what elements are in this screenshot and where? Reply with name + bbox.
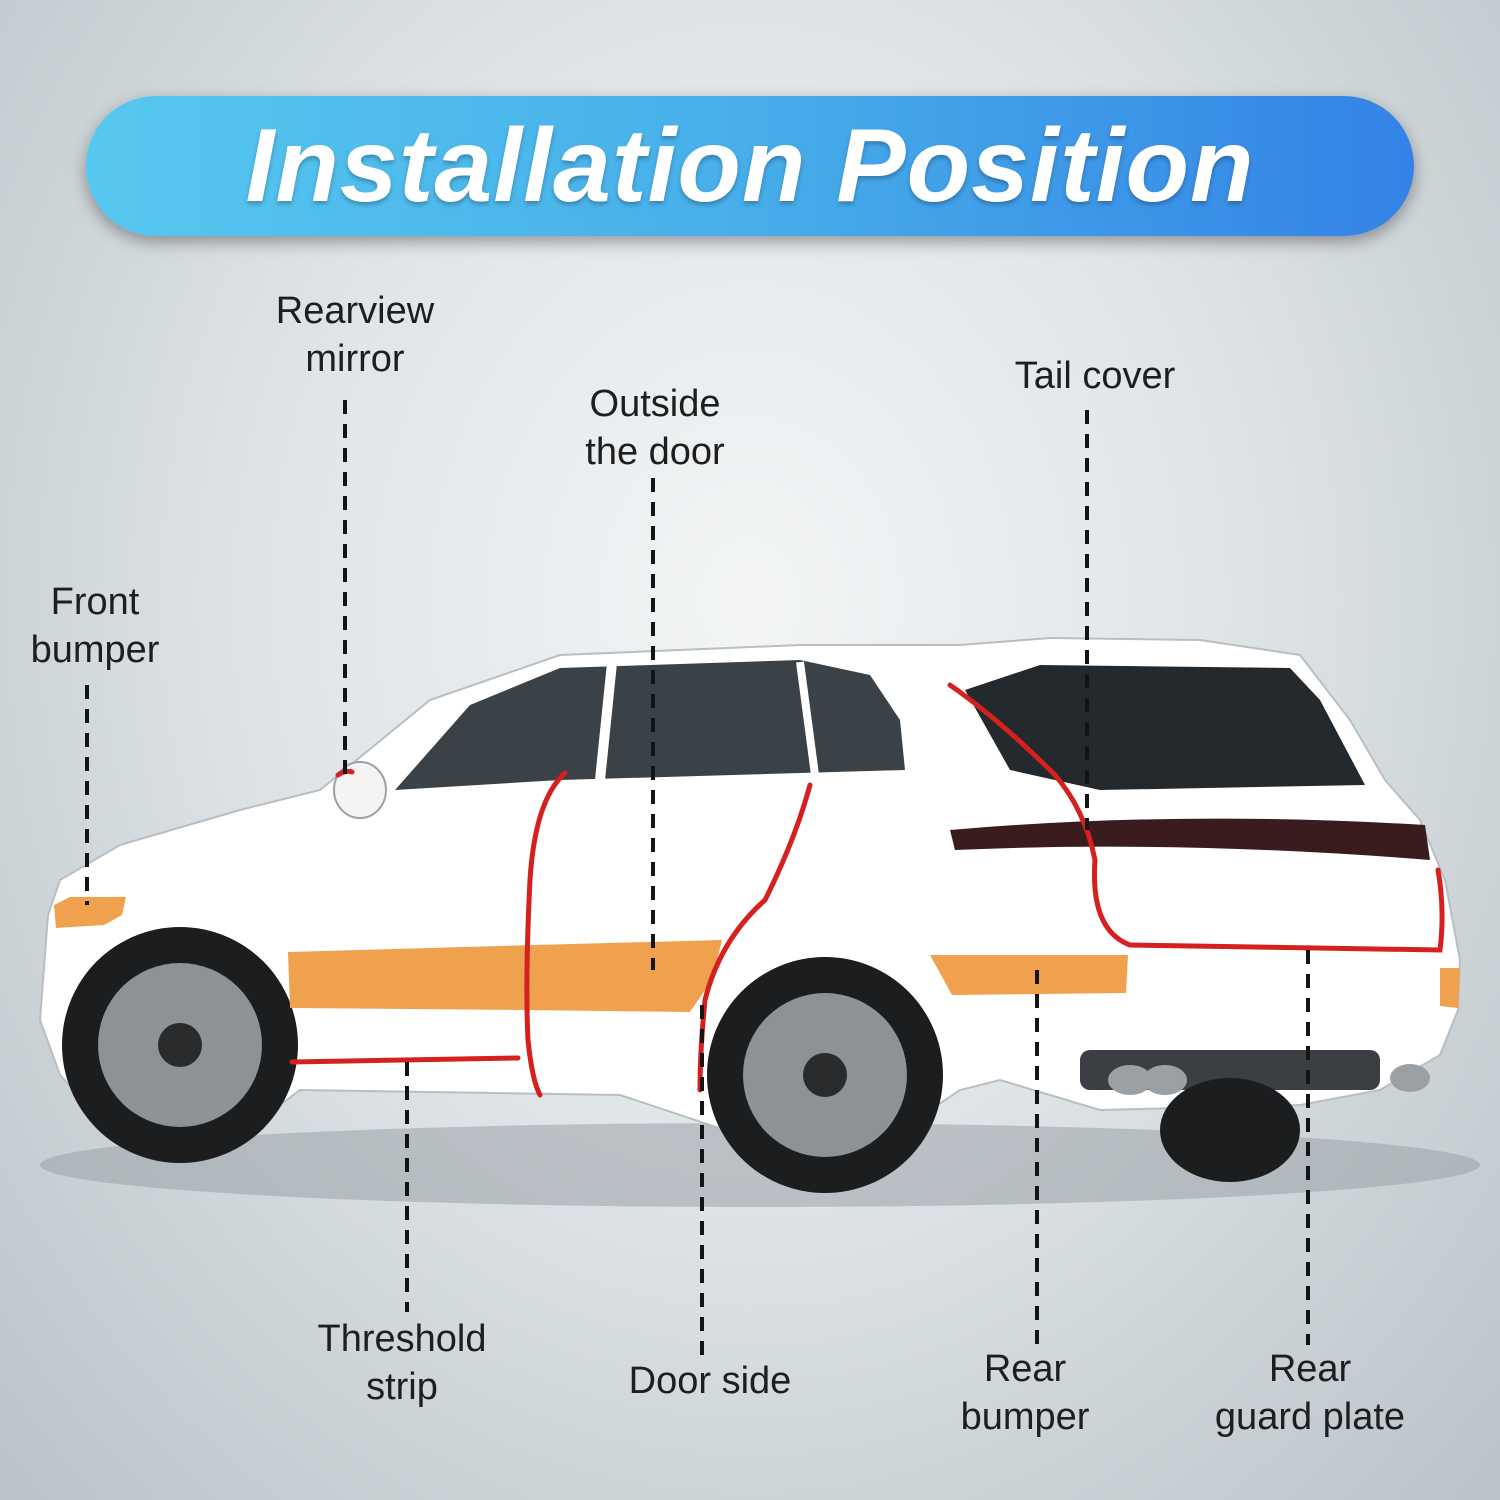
label-rearview-mirror: Rearview mirror (275, 290, 435, 380)
door-strip-front (288, 945, 535, 1010)
leader-lines (85, 400, 1310, 1355)
mirror-shape (333, 761, 387, 819)
door-strip-rear (522, 940, 722, 1012)
label-front-bumper: Front bumper (30, 581, 160, 671)
title-banner: Installation Position (86, 96, 1414, 236)
front-bumper-strip (54, 897, 126, 928)
label-threshold-strip: Threshold strip (317, 1318, 487, 1408)
rear-corner-strip (1440, 968, 1460, 1008)
door-front-edge (524, 770, 568, 1098)
banner-title: Installation Position (245, 107, 1255, 224)
label-rear-guard-plate: Rear guard plate (1214, 1348, 1406, 1438)
label-tail-cover: Tail cover (1014, 355, 1176, 397)
rear-wheel (707, 957, 943, 1193)
label-outside-door: Outside the door (585, 383, 725, 473)
label-rear-bumper: Rear bumper (960, 1348, 1090, 1438)
front-wheel (62, 927, 298, 1163)
label-door-side: Door side (628, 1360, 792, 1402)
rear-bumper-strip (930, 955, 1128, 995)
tailgate-edge (947, 682, 1445, 953)
far-wheel (1160, 1078, 1300, 1182)
threshold-edge (289, 1055, 521, 1065)
orange-protectors (54, 897, 1460, 1012)
car-body (38, 636, 1462, 1137)
